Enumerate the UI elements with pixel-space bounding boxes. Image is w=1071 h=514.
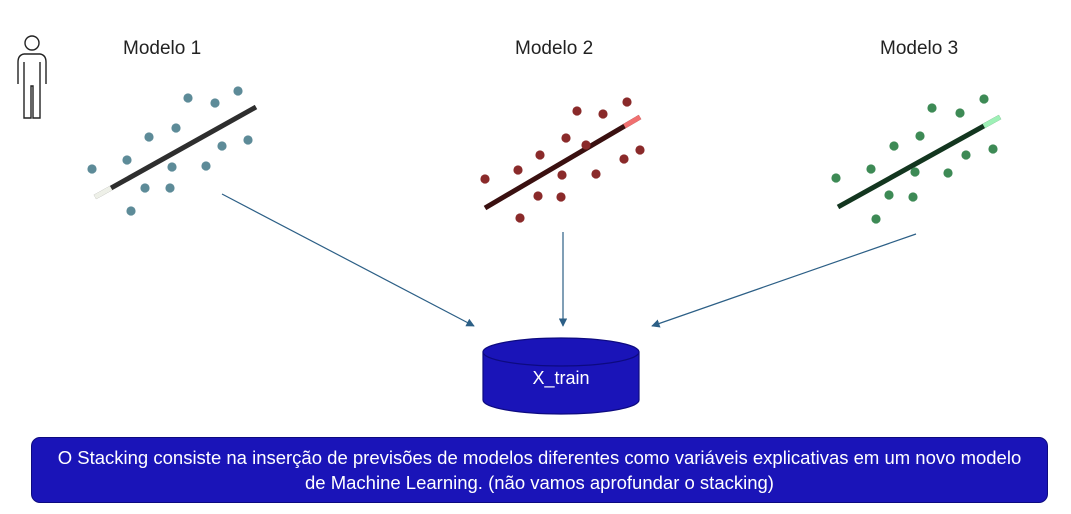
model-1-data-point xyxy=(122,155,132,165)
model-2-data-point xyxy=(480,174,490,184)
model-1-data-point xyxy=(243,135,253,145)
model-1-data-point xyxy=(140,183,150,193)
model-1-data-point xyxy=(171,123,181,133)
arrow-model-3 xyxy=(651,233,917,328)
database-cylinder xyxy=(482,337,640,415)
arrow-model-1 xyxy=(221,193,475,327)
model-3-data-point xyxy=(927,103,937,113)
model-1-data-point xyxy=(210,98,220,108)
model-1-data-point xyxy=(183,93,193,103)
model-2-data-point xyxy=(533,191,543,201)
model-2-data-point xyxy=(572,106,582,116)
model-3-data-point xyxy=(915,131,925,141)
model-2-data-point xyxy=(515,213,525,223)
model-2-data-point xyxy=(635,145,645,155)
model-3-data-point xyxy=(955,108,965,118)
model-2-data-point xyxy=(556,192,566,202)
model-3-data-point xyxy=(889,141,899,151)
model-2-data-point xyxy=(581,140,591,150)
model-3-data-point xyxy=(943,168,953,178)
model-2-data-point xyxy=(535,150,545,160)
model-1-data-point xyxy=(126,206,136,216)
model-3-data-point xyxy=(866,164,876,174)
model-1-scatter xyxy=(87,86,258,216)
model-2-data-point xyxy=(591,169,601,179)
model-3-data-point xyxy=(910,167,920,177)
model-3-data-point xyxy=(979,94,989,104)
model-1-data-point xyxy=(87,164,97,174)
model-2-title: Modelo 2 xyxy=(515,38,594,59)
model-2-data-point xyxy=(557,170,567,180)
model-2-scatter xyxy=(480,97,645,223)
model-1-data-point xyxy=(165,183,175,193)
model-3-line-tip xyxy=(982,114,1002,129)
model-1-data-point xyxy=(144,132,154,142)
model-3-scatter xyxy=(831,94,1002,224)
model-2-data-point xyxy=(622,97,632,107)
caption-box: O Stacking consiste na inserção de previ… xyxy=(31,437,1048,503)
model-1-title: Modelo 1 xyxy=(123,38,202,59)
model-2-data-point xyxy=(598,109,608,119)
model-3-title: Modelo 3 xyxy=(880,38,959,59)
model-2-data-point xyxy=(619,154,629,164)
model-3-data-point xyxy=(961,150,971,160)
database-label: X_train xyxy=(532,368,590,388)
person-icon xyxy=(17,35,47,119)
model-2-regression-line xyxy=(483,114,642,211)
model-3-data-point xyxy=(831,173,841,183)
model-2-data-point xyxy=(513,165,523,175)
model-3-data-point xyxy=(871,214,881,224)
model-3-regression-line xyxy=(836,114,1002,210)
model-3-data-point xyxy=(988,144,998,154)
model-1-data-point xyxy=(201,161,211,171)
caption-text: O Stacking consiste na inserção de previ… xyxy=(57,447,1022,493)
model-3-data-point xyxy=(884,190,894,200)
model-1-regression-line xyxy=(93,104,258,200)
model-1-line-tip xyxy=(93,185,113,200)
model-2-line-tip xyxy=(623,114,642,129)
model-1-data-point xyxy=(167,162,177,172)
model-3-data-point xyxy=(908,192,918,202)
model-1-data-point xyxy=(233,86,243,96)
model-1-data-point xyxy=(217,141,227,151)
model-2-data-point xyxy=(561,133,571,143)
